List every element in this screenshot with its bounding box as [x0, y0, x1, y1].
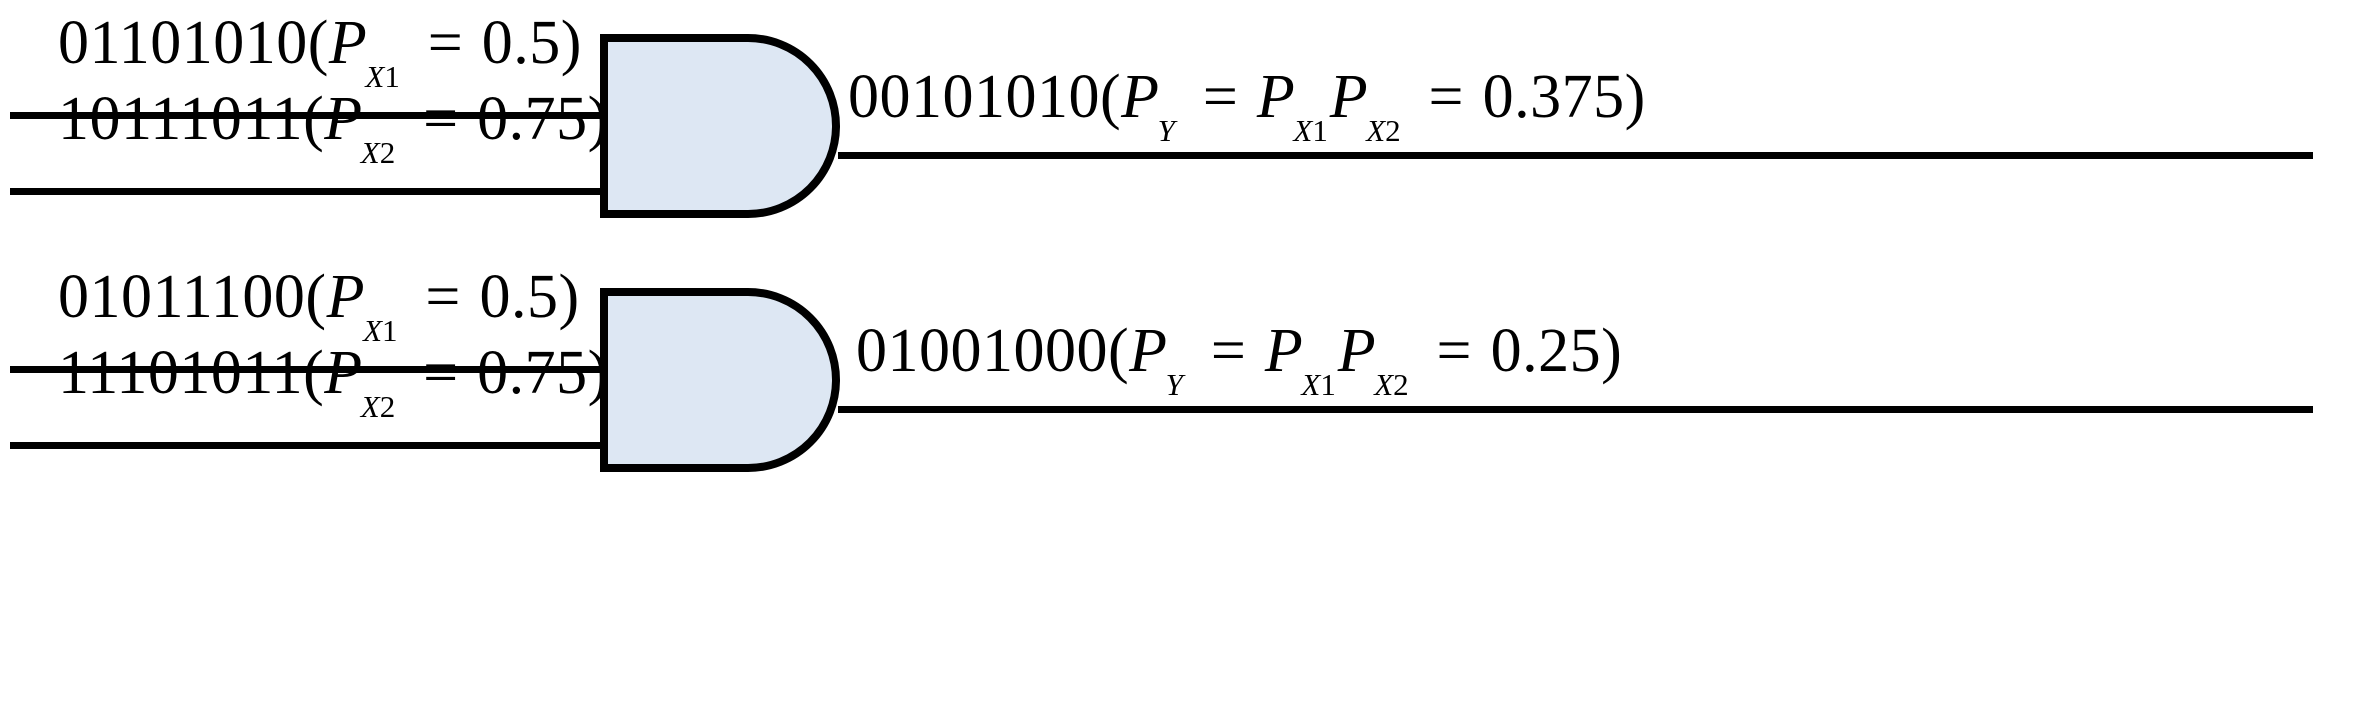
gate1-output-open-paren: (	[1100, 63, 1122, 131]
gate2-output-label: 01001000(PY=PX1PX2=0.25)	[856, 317, 1623, 402]
gate2-output-open-paren: (	[1108, 317, 1130, 385]
gate2-input1-bits: 01011100	[58, 263, 306, 331]
gate2-output-subscript: Y	[1165, 366, 1183, 402]
gate2-input2-subscript: X2	[360, 388, 396, 424]
gate2-input1-wire	[10, 366, 610, 373]
gate2-input1-close-paren: )	[558, 263, 580, 331]
gate2-output-factor2-subscript: X2	[1374, 366, 1409, 402]
gate2-input2-probability: 0.75	[477, 339, 588, 407]
gate1-output-equals-2: =	[1428, 63, 1464, 131]
gate1-input1-open-paren: (	[307, 9, 329, 77]
gate1-input1-subscript: X1	[365, 58, 400, 94]
gate1-output-probability: 0.375	[1482, 63, 1625, 131]
gate1-output-close-paren: )	[1624, 63, 1646, 131]
gate2-output-equals-2: =	[1436, 317, 1472, 385]
gate2-input2-equals: =	[423, 339, 459, 407]
gate1-output-factor2: PX2	[1329, 63, 1401, 148]
gate1-output-factor1-subscript: X1	[1293, 112, 1328, 148]
and-gate-2[interactable]	[600, 288, 850, 472]
gate1-input2-subscript: X2	[360, 134, 396, 170]
gate1-output-wire	[838, 152, 2313, 159]
gate1-input2-symbol: PX2	[324, 85, 396, 170]
gate1-output-factor1: PX1	[1256, 63, 1328, 148]
gate2-output-factor2: PX2	[1337, 317, 1409, 402]
gate1-input2-label: 10111011(PX2=0.75)	[58, 85, 609, 170]
gate2-output-wire	[838, 406, 2313, 413]
gate1-input1-label: 01101010(PX1 =0.5)	[58, 9, 582, 94]
gate2-input2-label: 11101011(PX2=0.75)	[58, 339, 609, 424]
gate2-input1-subscript: X1	[363, 312, 398, 348]
gate1-input1-bits: 01101010	[58, 9, 308, 77]
gate1-input2-equals: =	[423, 85, 459, 153]
gate1-input1-probability: 0.5	[481, 9, 561, 77]
gate1-output-label: 00101010(PY=PX1PX2=0.375)	[848, 63, 1646, 148]
gate1-input2-probability: 0.75	[477, 85, 588, 153]
gate1-output-bits: 00101010	[848, 63, 1100, 131]
and-gate-1[interactable]	[600, 34, 850, 218]
gate1-input2-wire	[10, 188, 610, 195]
gate1-input1-wire	[10, 112, 610, 119]
gate1-input1-close-paren: )	[560, 9, 582, 77]
gate2-input2-open-paren: (	[303, 339, 325, 407]
gate2-output-factor1: PX1	[1264, 317, 1336, 402]
gate1-input2-open-paren: (	[303, 85, 325, 153]
gate2-input1-symbol: PX1	[326, 263, 398, 348]
gate2-output-close-paren: )	[1601, 317, 1623, 385]
gate1-output-equals-1: =	[1202, 63, 1239, 131]
gate1-input2-bits: 10111011	[58, 85, 304, 153]
gate1-output-subscript: Y	[1157, 112, 1175, 148]
gate1-output-symbol: PY	[1121, 63, 1175, 148]
gate2-input1-open-paren: (	[305, 263, 327, 331]
gate1-output-factor2-subscript: X2	[1366, 112, 1401, 148]
gate1-input1-equals: =	[427, 9, 464, 77]
gate2-input2-symbol: PX2	[324, 339, 396, 424]
gate2-input2-wire	[10, 442, 610, 449]
gate2-input2-bits: 11101011	[58, 339, 304, 407]
gate2-output-symbol: PY	[1129, 317, 1183, 402]
gate2-output-equals-1: =	[1210, 317, 1247, 385]
gate2-input1-probability: 0.5	[479, 263, 559, 331]
gate2-output-probability: 0.25	[1490, 317, 1602, 385]
gate2-output-factor1-subscript: X1	[1301, 366, 1336, 402]
gate2-input1-equals: =	[425, 263, 461, 331]
gate2-output-bits: 01001000	[856, 317, 1108, 385]
gate1-input1-symbol: PX1	[328, 9, 400, 94]
gate2-input1-label: 01011100(PX1 = 0.5)	[58, 263, 580, 348]
